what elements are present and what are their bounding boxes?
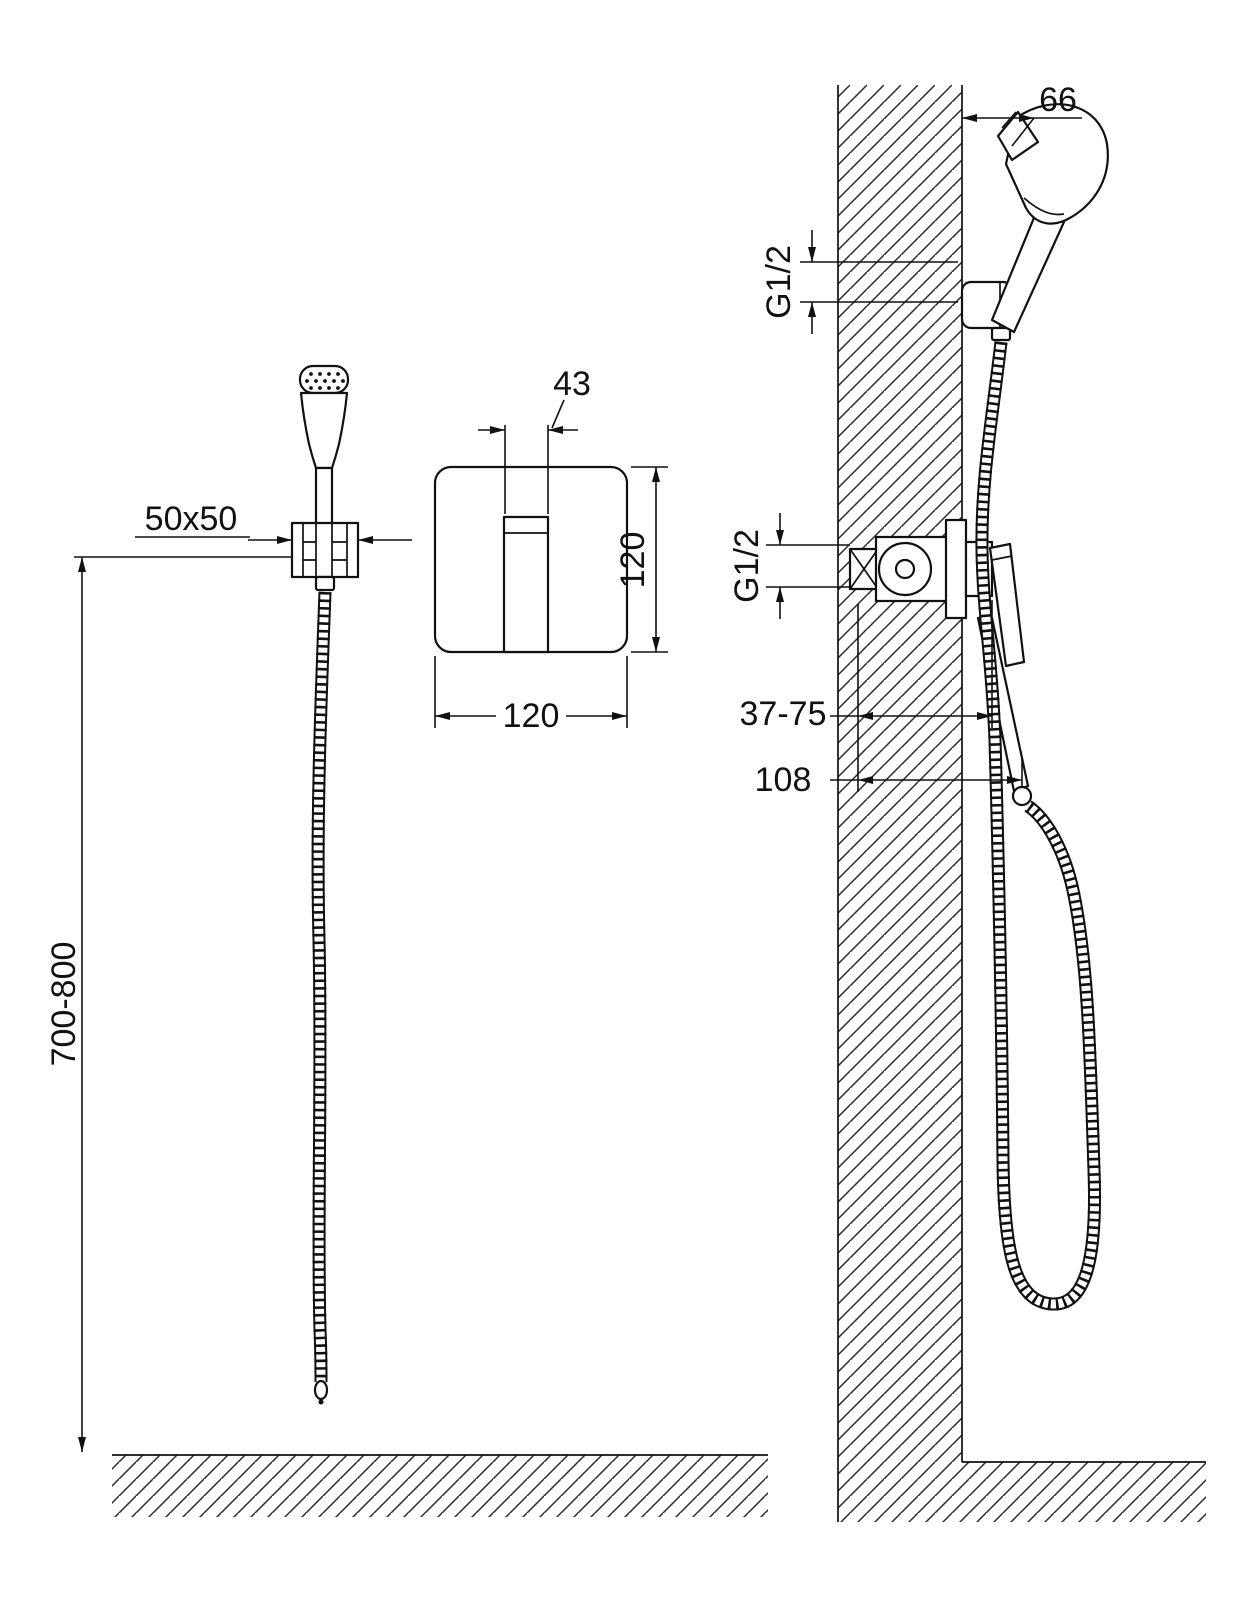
plate-height-label: 120 [614, 532, 652, 589]
hose-front [311, 591, 332, 1405]
dim-outlet-offset: 108 [755, 758, 1023, 799]
shower-handle-front [314, 466, 334, 526]
wall-bracket-front [290, 521, 360, 592]
valve-axis [894, 558, 916, 580]
lever-width-label: 43 [553, 365, 591, 403]
front-view-group: 50x50 700-800 [45, 364, 768, 1517]
mount-height-label: 700-800 [45, 942, 83, 1067]
hose-end-dot [318, 1399, 324, 1405]
wall-hatch [838, 85, 962, 1522]
dim-bracket-size: 50x50 [135, 500, 412, 544]
side-view-group: 66 G1/2 G1/2 37-75 10 [728, 81, 1206, 1522]
bracket-size-label: 50x50 [145, 500, 238, 538]
dim-mount-depth: 37-75 [740, 600, 993, 792]
dim-mixer-thread: G1/2 [728, 513, 850, 619]
lever-pivot-side [991, 555, 1013, 561]
wall-flange [944, 518, 968, 620]
head-detail-line [1023, 197, 1065, 216]
spray-offset-label: 66 [1039, 81, 1077, 119]
mount-depth-label: 37-75 [740, 695, 827, 733]
floor-hatch-right [962, 1462, 1206, 1522]
dim-spray-offset: 66 [962, 81, 1082, 147]
label-backing [496, 698, 566, 734]
floor-hatch-left [112, 1455, 768, 1517]
dim-plate-width: 120 [434, 656, 628, 735]
hand-shower-front [298, 364, 350, 526]
outlet-offset-label: 108 [755, 761, 812, 799]
faceplate-view-group: 43 120 120 [433, 365, 668, 735]
dim-lever-width: 43 [478, 365, 591, 514]
bracket-detail-lines [302, 523, 348, 577]
hose-end-tip [313, 1379, 329, 1401]
valve-lever-side [988, 542, 1026, 668]
outlet-fitting [1011, 785, 1033, 807]
dim-mount-height: 700-800 [45, 556, 292, 1452]
hose-nut-front [314, 575, 336, 592]
plate-width-label: 120 [503, 697, 560, 735]
faceplate-lever [502, 515, 550, 654]
spray-nozzle-dots [305, 372, 345, 390]
bracket-outline [290, 521, 360, 579]
mixer-thread-label: G1/2 [728, 529, 766, 603]
hose-nut-side [990, 326, 1012, 342]
holder-thread-label: G1/2 [760, 245, 798, 319]
dim-holder-thread: G1/2 [760, 230, 958, 334]
dim-plate-height: 120 [614, 466, 668, 653]
hose-side [975, 341, 1102, 1311]
supply-fitting-cross [849, 548, 879, 590]
